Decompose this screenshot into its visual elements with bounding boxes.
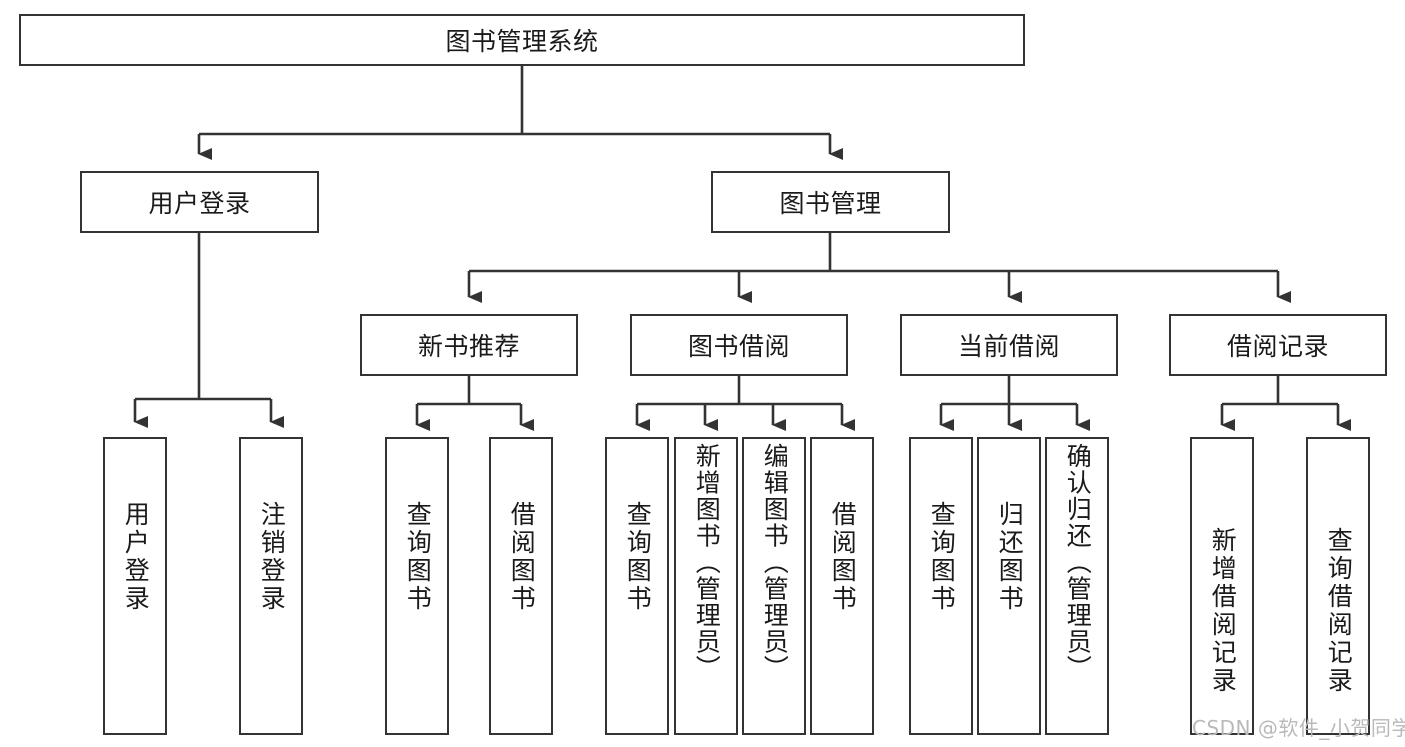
node-new-book-recommend[interactable]: 新书推荐 xyxy=(360,314,578,376)
node-label: 编辑图书（管理员） xyxy=(760,443,790,682)
leaf-current-query-book[interactable]: 查询图书 xyxy=(909,437,973,735)
node-label: 借阅记录 xyxy=(1226,332,1329,361)
node-label: 注销登录 xyxy=(257,501,287,613)
node-label: 图书管理 xyxy=(779,189,882,218)
leaf-records-query-record[interactable]: 查询借阅记录 xyxy=(1306,437,1370,735)
node-root-book-management-system[interactable]: 图书管理系统 xyxy=(19,14,1025,66)
node-label: 用户登录 xyxy=(148,189,251,218)
node-label: 借阅图书 xyxy=(507,501,537,613)
leaf-user-login-signin[interactable]: 用户登录 xyxy=(103,437,167,735)
leaf-borrow-query-book[interactable]: 查询图书 xyxy=(605,437,669,735)
csdn-watermark: CSDN @软件_小贺同学 xyxy=(1192,716,1405,740)
node-label: 归还图书 xyxy=(995,501,1025,613)
node-label: 新增借阅记录 xyxy=(1208,527,1238,695)
node-label: 用户登录 xyxy=(121,501,151,613)
leaf-records-add-record[interactable]: 新增借阅记录 xyxy=(1190,437,1254,735)
node-label: 查询图书 xyxy=(623,501,653,613)
node-label: 当前借阅 xyxy=(957,332,1060,361)
leaf-new-book-query-book[interactable]: 查询图书 xyxy=(385,437,449,735)
leaf-new-book-borrow-book[interactable]: 借阅图书 xyxy=(489,437,553,735)
node-label: 图书借阅 xyxy=(687,332,790,361)
node-book-management[interactable]: 图书管理 xyxy=(711,171,950,233)
leaf-user-login-signout[interactable]: 注销登录 xyxy=(239,437,303,735)
node-label: 图书管理系统 xyxy=(445,27,599,56)
node-borrow-records[interactable]: 借阅记录 xyxy=(1169,314,1387,376)
node-label: 新增图书（管理员） xyxy=(692,443,722,682)
node-label: 确认归还（管理员） xyxy=(1063,443,1093,682)
node-label: 查询图书 xyxy=(403,501,433,613)
leaf-borrow-borrow-book[interactable]: 借阅图书 xyxy=(810,437,874,735)
node-label: 查询图书 xyxy=(927,501,957,613)
node-label: 查询借阅记录 xyxy=(1324,527,1354,695)
leaf-borrow-add-book-admin[interactable]: 新增图书（管理员） xyxy=(674,437,738,735)
node-user-login[interactable]: 用户登录 xyxy=(80,171,319,233)
leaf-current-return-book[interactable]: 归还图书 xyxy=(977,437,1041,735)
node-label: 新书推荐 xyxy=(417,332,520,361)
node-current-borrow[interactable]: 当前借阅 xyxy=(900,314,1118,376)
node-label: 借阅图书 xyxy=(828,501,858,613)
leaf-current-confirm-return-admin[interactable]: 确认归还（管理员） xyxy=(1045,437,1109,735)
node-book-borrow[interactable]: 图书借阅 xyxy=(630,314,848,376)
leaf-borrow-edit-book-admin[interactable]: 编辑图书（管理员） xyxy=(742,437,806,735)
